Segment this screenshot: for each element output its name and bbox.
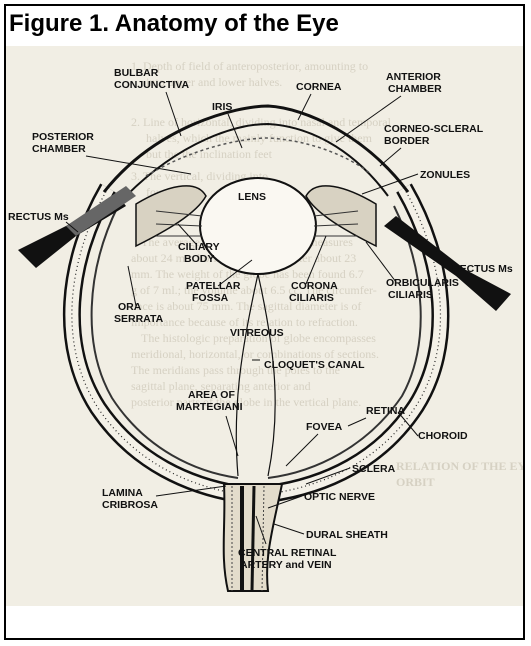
label-patellar-fossa: FOSSA <box>192 292 229 304</box>
eye-anatomy-diagram: 1. Depth of field of anteroposterior, am… <box>6 46 523 606</box>
label-cloquets-canal: CLOQUET'S CANAL <box>264 359 365 371</box>
label-patellar-fossa: PATELLAR <box>186 280 241 292</box>
label-retina: RETINA <box>366 405 406 417</box>
label-anterior-chamber: CHAMBER <box>388 83 442 95</box>
label-iris: IRIS <box>212 101 232 113</box>
label-central-retinal: ARTERY and VEIN <box>240 559 332 571</box>
label-fovea: FOVEA <box>306 421 343 433</box>
figure-title: Figure 1. Anatomy of the Eye <box>9 10 339 38</box>
label-corneo-scleral-border: CORNEO-SCLERAL <box>384 123 484 135</box>
bg-line: ORBIT <box>396 475 435 489</box>
title-bar: Figure 1. Anatomy of the Eye <box>6 6 523 46</box>
label-posterior-chamber: POSTERIOR <box>32 131 94 143</box>
label-dural-sheath: DURAL SHEATH <box>306 529 388 541</box>
label-corona-ciliaris: CILIARIS <box>289 292 334 304</box>
eye-diagram-svg: 1. Depth of field of anteroposterior, am… <box>6 46 523 606</box>
bg-line: posterior parts of the globe in the vert… <box>131 395 361 409</box>
bg-line: 2. Line of horizontal, dividing into nas… <box>131 115 392 129</box>
label-orbicularis-ciliaris: CILIARIS <box>388 289 433 301</box>
label-lamina-cribrosa: LAMINA <box>102 487 143 499</box>
label-bulbar-conjunctiva: BULBAR <box>114 67 159 79</box>
bg-line: RELATION OF THE EYE TO THE <box>396 459 523 473</box>
figure-frame: Figure 1. Anatomy of the Eye 1. Depth of… <box>4 4 525 640</box>
label-ora-serrata: ORA <box>118 301 142 313</box>
bg-line: 1. Depth of field of anteroposterior, am… <box>131 59 368 73</box>
label-sclera: SCLERA <box>352 463 396 475</box>
label-lens: LENS <box>238 191 266 203</box>
label-ora-serrata: SERRATA <box>114 313 164 325</box>
label-zonules: ZONULES <box>420 169 470 181</box>
label-central-retinal: CENTRAL RETINAL <box>238 547 337 559</box>
label-area-of-martegiani: AREA OF <box>188 389 235 401</box>
optic-nerve <box>224 484 282 591</box>
label-rectus-left: RECTUS Ms <box>8 211 69 223</box>
label-rectus-right: RECTUS Ms <box>452 263 513 275</box>
label-optic-nerve: OPTIC NERVE <box>304 491 375 503</box>
label-lamina-cribrosa: CRIBROSA <box>102 499 158 511</box>
label-anterior-chamber: ANTERIOR <box>386 71 441 83</box>
label-ciliary-body: CILIARY <box>178 241 220 253</box>
label-ciliary-body: BODY <box>184 253 214 265</box>
label-choroid: CHOROID <box>418 430 468 442</box>
label-posterior-chamber: CHAMBER <box>32 143 86 155</box>
label-corona-ciliaris: CORONA <box>291 280 338 292</box>
label-bulbar-conjunctiva: CONJUNCTIVA <box>114 79 189 91</box>
label-cornea: CORNEA <box>296 81 342 93</box>
label-vitreous: VITREOUS <box>230 327 284 339</box>
label-area-of-martegiani: MARTEGIANI <box>176 401 243 413</box>
label-orbicularis-ciliaris: ORBICULARIS <box>386 277 459 289</box>
label-corneo-scleral-border: BORDER <box>384 135 430 147</box>
bg-line: but the the inclination feet <box>146 147 273 161</box>
